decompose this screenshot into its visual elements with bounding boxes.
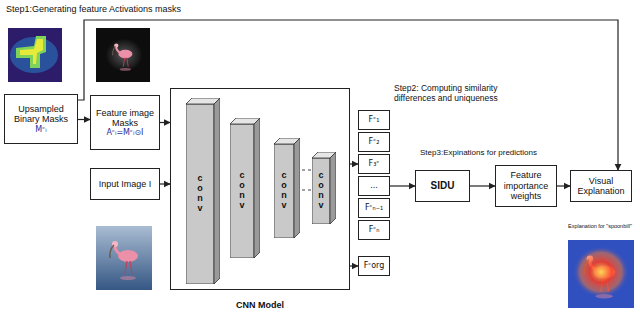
explanation-image [568,240,634,308]
process-box: Input Image I [90,168,160,200]
arrow-connector [78,119,90,120]
conv-prism [230,118,260,258]
feature-vector: Fᶜₙ₋₁ [358,198,390,218]
arrow-connector [350,265,358,266]
process-box: Feature importance weights [495,165,557,207]
node-text: Fᶜorg [364,261,385,270]
node-text: ... [370,181,378,190]
step-label: Step3:Expinations for predictions [420,148,537,157]
prism-face [312,158,330,224]
feature-vector: F₃ᶜ [358,154,390,174]
prism-face [294,138,300,238]
node-text: Fᶜₙ [369,225,380,234]
network-box: CNN Model conv conv conv conv [170,88,350,310]
arrow-connector [470,185,495,186]
prism-face [214,98,220,284]
arrow-connector [557,185,570,186]
mask-heatmap [8,28,62,82]
masked-image [96,28,150,82]
prism-face [330,152,336,224]
feature-vector: Fᶜ₂ [358,132,390,152]
conv-layer: conv [230,118,260,258]
node-text: Aᶜᵢ=Mᶜᵢ⊙I [107,128,144,137]
arrow-connector [390,185,415,186]
conv-prism [274,138,300,238]
node-text: CNN Model [236,300,284,310]
image-caption: Explanation for "spoonbill" [568,223,636,229]
prism-face [186,104,214,284]
node-text: conv [238,171,247,211]
output-box: Visual Explanation [570,170,632,202]
arrow-connector [78,20,618,170]
input-image [96,226,152,290]
process-box: Feature image MasksAᶜᵢ=Mᶜᵢ⊙I [90,95,160,150]
node-text: Input Image I [99,179,152,189]
prism-face [230,124,254,258]
conv-layer: conv [274,138,300,238]
feature-vector: Fᶜₙ [358,220,390,240]
node-text: conv [317,171,326,211]
conv-prism [186,98,220,284]
process-box: Upsampled Binary MasksMᶜᵢ [4,94,78,144]
feature-vector: Fᶜorg [358,256,390,276]
feature-vector: Fᶜ₁ [358,110,390,130]
arrow-connector [160,122,170,123]
node-text: conv [196,174,205,214]
node-text: Mᶜᵢ [35,125,46,134]
node-text: Feature image Masks [93,108,157,129]
node-text: conv [280,171,289,211]
node-text: Upsampled Binary Masks [7,104,75,125]
node-text: Fᶜ₂ [369,137,380,146]
prism-face [254,118,260,258]
conv-prism [312,152,336,224]
step-label: Step1:Generating feature Activations mas… [6,4,181,14]
node-text: Fᶜ₁ [369,115,380,124]
node-text: Visual Explanation [573,176,629,197]
method-box: SIDU [415,170,470,202]
prism-face [274,144,294,238]
node-text: Fᶜₙ₋₁ [365,203,383,212]
node-text: F₃ᶜ [369,159,380,168]
feature-vector: ... [358,176,390,196]
node-text: Feature importance weights [498,170,554,201]
arrow-connector [160,183,170,184]
arrow-connector [350,163,358,164]
node-text: SIDU [431,180,455,192]
conv-layer: conv [186,98,220,284]
step-label: Step2: Computing similarity differences … [394,84,526,104]
conv-layer: conv [312,152,336,224]
